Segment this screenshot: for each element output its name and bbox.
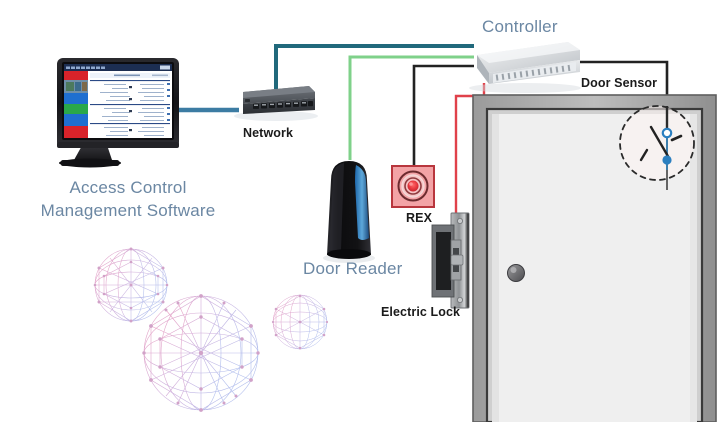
wire-controller-to-reader [348,55,474,160]
controller-terminal-strip [493,62,576,83]
rex-button[interactable] [391,165,435,208]
decorative-spheres [93,247,329,412]
software-label-line2: Management Software [40,201,216,220]
wire-network-to-controller [274,44,474,89]
electric-lock-label: Electric Lock [381,305,461,319]
monitor[interactable] [57,58,179,168]
controller-label: Controller [482,17,558,36]
door-reader-label: Door Reader [303,259,403,278]
rex-label: REX [406,211,433,225]
door-sensor-label: Door Sensor [581,76,658,90]
software-label: Access Control Management Software [18,176,238,222]
door-sensor[interactable] [619,105,695,190]
sphere-large-center [142,294,260,412]
door-reader[interactable] [323,161,375,263]
wire-controller-to-rex [412,64,474,166]
electric-lock[interactable] [431,212,470,309]
sphere-small-right [271,294,329,350]
controller[interactable] [469,42,581,93]
network-switch[interactable] [234,86,318,121]
software-label-line1: Access Control [69,178,187,197]
sphere-small-left [93,247,169,323]
monitor-screen [64,64,172,138]
wire-controller-to-lock [454,83,486,219]
network-label: Network [243,126,294,140]
